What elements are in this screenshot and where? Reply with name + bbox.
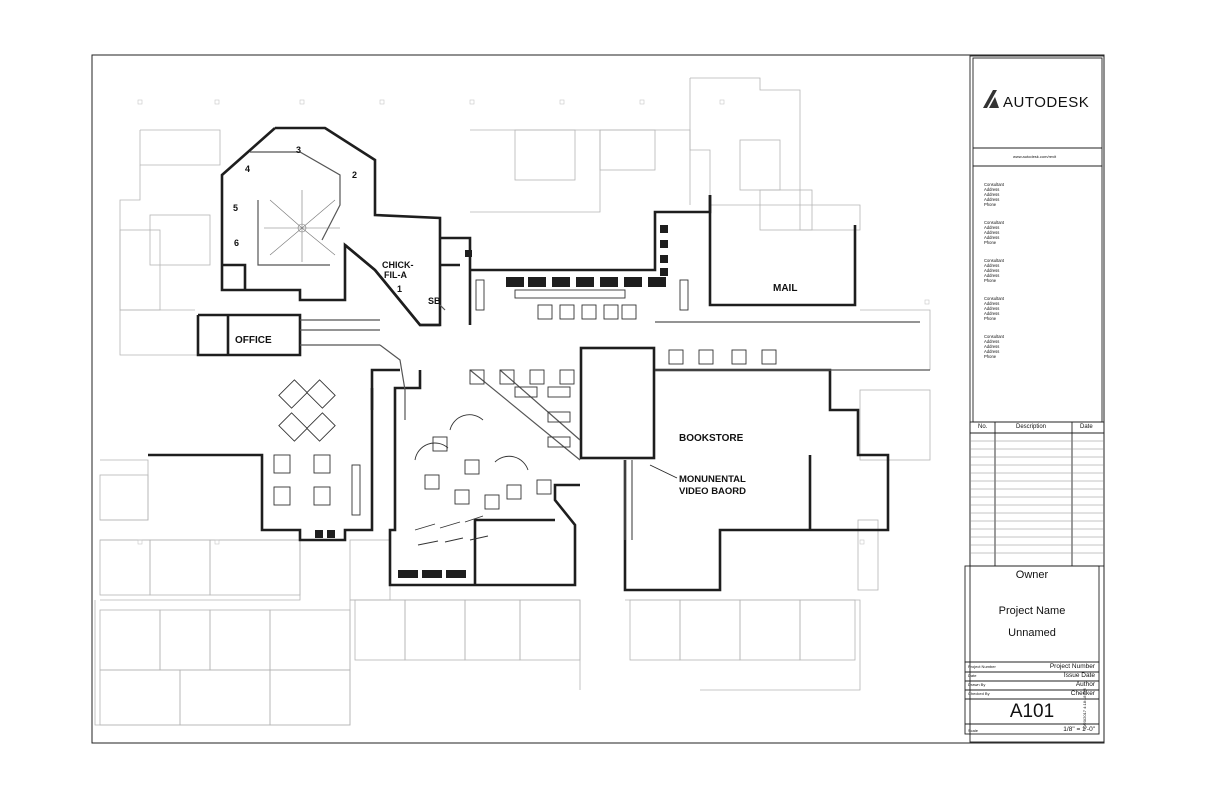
room-label-mail: MAIL xyxy=(773,283,797,294)
stall-label-3: 3 xyxy=(296,145,301,155)
consultant-address: Address xyxy=(984,344,1000,349)
field-value-project-number: Project Number xyxy=(1049,663,1095,670)
atrium-skylight xyxy=(264,190,340,262)
rev-header-description: Description xyxy=(1016,424,1047,430)
seating-furniture xyxy=(273,279,777,546)
consultant-address: Address xyxy=(984,349,1000,354)
consultant-name: Consultant xyxy=(984,182,1005,187)
stall-label-2: 2 xyxy=(352,170,357,180)
sheet-border xyxy=(91,54,1105,744)
food-counters xyxy=(315,225,668,578)
consultant-address: Address xyxy=(984,187,1000,192)
consultant-address: Address xyxy=(984,306,1000,311)
consultant-phone: Phone xyxy=(984,354,997,359)
field-value-checked-by: Checker xyxy=(1070,690,1095,697)
consultant-phone: Phone xyxy=(984,240,997,245)
room-label-bookstore: BOOKSTORE xyxy=(679,433,744,444)
room-label-chick-num: 1 xyxy=(397,284,402,294)
stall-label-5: 5 xyxy=(233,203,238,213)
consultant-phone: Phone xyxy=(984,316,997,321)
rev-header-date: Date xyxy=(1080,424,1093,430)
consultant-address: Address xyxy=(984,235,1000,240)
autodesk-logo-text: AUTODESK xyxy=(1003,94,1089,111)
consultant-address: Address xyxy=(984,192,1000,197)
consultant-name: Consultant xyxy=(984,220,1005,225)
label-video-board-1: MONUNENTAL xyxy=(679,474,746,485)
consultant-address: Address xyxy=(984,225,1000,230)
existing-building-outline xyxy=(94,77,931,726)
room-label-office: OFFICE xyxy=(235,335,272,346)
video-board-leader xyxy=(649,464,678,479)
consultant-phone: Phone xyxy=(984,202,997,207)
title-block-frame xyxy=(964,55,1105,743)
secondary-walls xyxy=(250,151,930,540)
consultant-address: Address xyxy=(984,301,1000,306)
new-construction-walls xyxy=(148,126,890,592)
field-label-checked-by: Checked By xyxy=(968,691,990,696)
scale-label: Scale xyxy=(968,728,979,733)
field-label-date: Date xyxy=(968,673,977,678)
room-label-chick-2: FIL-A xyxy=(384,270,407,280)
room-label-chick-1: CHICK- xyxy=(382,260,414,270)
consultant-address: Address xyxy=(984,339,1000,344)
consultant-name: Consultant xyxy=(984,296,1005,301)
owner-label: Owner xyxy=(1015,569,1049,581)
consultant-phone: Phone xyxy=(984,278,997,283)
scale-value: 1/8" = 1'-0" xyxy=(1063,726,1095,733)
autodesk-logo-icon xyxy=(983,90,999,108)
column-grid-markers xyxy=(137,99,930,545)
field-label-drawn-by: Drawn By xyxy=(968,682,986,687)
consultant-address: Address xyxy=(984,273,1000,278)
consultant-address: Address xyxy=(984,268,1000,273)
rev-header-no: No. xyxy=(978,424,988,430)
consultant-name: Consultant xyxy=(984,258,1005,263)
consultant-name: Consultant xyxy=(984,334,1005,339)
autodesk-url: www.autodesk.com/revit xyxy=(1013,154,1057,159)
stall-label-6: 6 xyxy=(234,238,239,248)
label-video-board-2: VIDEO BAORD xyxy=(679,486,746,497)
room-label-sb: SB xyxy=(428,296,441,306)
field-value-drawn-by: Author xyxy=(1075,681,1095,688)
project-unnamed: Unnamed xyxy=(1008,627,1056,639)
field-label-project-number: Project Number xyxy=(968,664,996,669)
stall-label-4: 4 xyxy=(245,164,250,174)
consultant-address: Address xyxy=(984,230,1000,235)
project-name: Project Name xyxy=(998,605,1066,617)
consultant-address: Address xyxy=(984,263,1000,268)
room-labels: OFFICE CHICK- FIL-A 1 SB MAIL BOOKSTORE … xyxy=(233,145,797,497)
print-timestamp: 10/20/2017 4:18:18 PM xyxy=(1082,688,1087,730)
revision-rows xyxy=(970,440,1104,554)
field-value-date: Issue Date xyxy=(1063,672,1095,679)
sheet-number: A101 xyxy=(1009,701,1055,722)
consultant-address: Address xyxy=(984,311,1000,316)
consultant-address: Address xyxy=(984,197,1000,202)
